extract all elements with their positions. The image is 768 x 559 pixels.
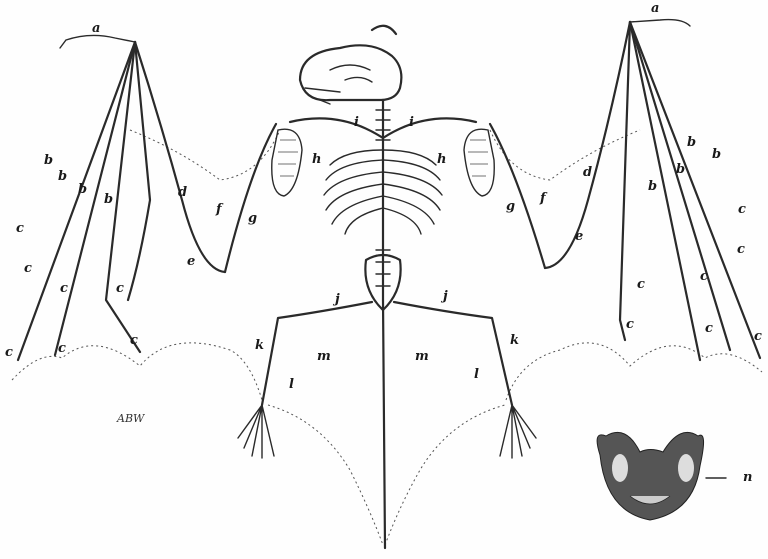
label-f: f (540, 192, 546, 205)
label-b: b (687, 136, 696, 149)
left-wing-membrane (12, 343, 262, 400)
artist-signature: ABW (117, 412, 144, 425)
right-wing-membrane (506, 343, 762, 400)
label-c: c (116, 282, 124, 295)
label-k: k (510, 334, 519, 347)
label-a-right: a (651, 2, 659, 15)
label-c: c (60, 282, 68, 295)
label-c: c (738, 203, 746, 216)
label-c: c (737, 243, 745, 256)
label-b: b (78, 183, 87, 196)
label-b: b (648, 180, 657, 193)
label-l: l (474, 368, 479, 381)
label-b: b (712, 148, 721, 161)
legs (238, 302, 536, 458)
label-e: e (187, 255, 195, 268)
label-g: g (506, 200, 515, 213)
label-e: e (575, 230, 583, 243)
label-c: c (754, 330, 762, 343)
label-b: b (44, 154, 53, 167)
head-inset (597, 432, 726, 520)
tail-membrane-left (268, 405, 383, 545)
right-wing-bones (490, 20, 760, 360)
label-c: c (700, 270, 708, 283)
label-i: i (354, 116, 359, 129)
label-c: c (637, 278, 645, 291)
label-c: c (58, 342, 66, 355)
scapula-right (464, 129, 494, 196)
label-n: n (743, 471, 752, 484)
label-i: i (409, 116, 414, 129)
label-f: f (216, 203, 222, 216)
label-h: h (437, 153, 446, 166)
label-b: b (676, 163, 685, 176)
label-c: c (130, 334, 138, 347)
label-c: c (24, 262, 32, 275)
left-wing-bones (18, 35, 276, 360)
label-k: k (255, 339, 264, 352)
label-b: b (58, 170, 67, 183)
label-a-left: a (92, 22, 100, 35)
label-c: c (5, 346, 13, 359)
label-b: b (104, 193, 113, 206)
label-j: j (335, 293, 340, 306)
label-d: d (583, 166, 592, 179)
label-j: j (443, 290, 448, 303)
arm-membrane-left (130, 130, 280, 180)
label-m: m (317, 350, 331, 363)
label-d: d (178, 186, 187, 199)
label-c: c (16, 222, 24, 235)
label-m: m (415, 350, 429, 363)
scapula-left (272, 129, 302, 196)
skull (300, 26, 401, 104)
clavicle-left (290, 118, 383, 138)
label-c: c (705, 322, 713, 335)
label-g: g (248, 212, 257, 225)
tail-membrane-right (385, 405, 505, 545)
clavicle-right (383, 118, 476, 138)
label-l: l (289, 378, 294, 391)
label-c: c (626, 318, 634, 331)
label-h: h (312, 153, 321, 166)
spine (376, 100, 390, 548)
